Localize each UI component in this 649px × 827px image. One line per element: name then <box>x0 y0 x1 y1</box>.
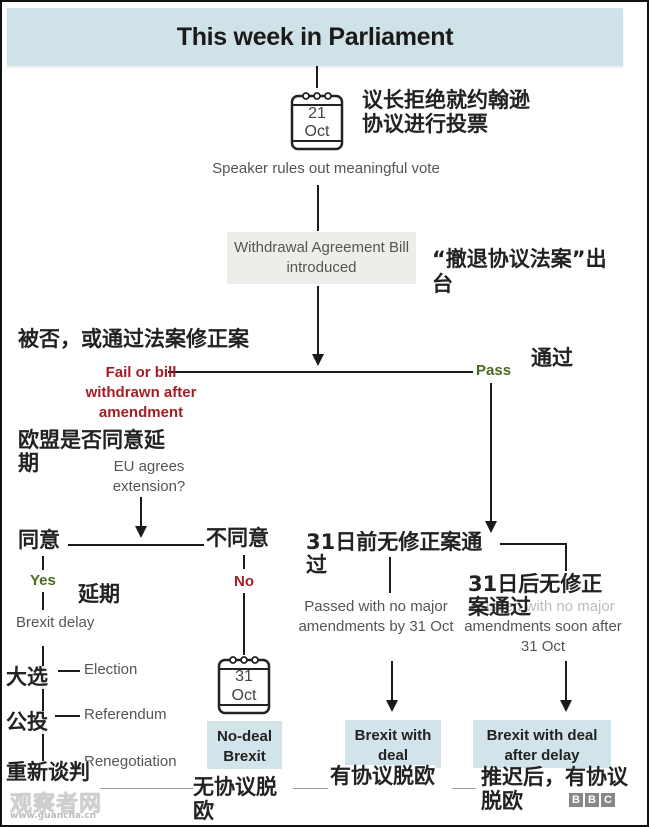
brexit-delay-label: Brexit delay <box>16 614 95 631</box>
bbc-letter: B <box>569 793 583 807</box>
connector <box>565 543 567 571</box>
zh-option-renegotiation: 重新谈判 <box>6 760 90 784</box>
brexit-with-deal-box: Brexit with deal <box>345 720 441 768</box>
connector <box>565 661 567 701</box>
pass-before-label: Passed with no major amendments by 31 Oc… <box>298 598 454 635</box>
withdrawal-bill-box: Withdrawal Agreement Bill introduced <box>227 232 416 284</box>
zh-caption-bill: “撤退协议法案”出台 <box>432 247 607 296</box>
calendar-month: Oct <box>231 687 257 704</box>
connector <box>58 670 80 672</box>
connector <box>316 66 318 88</box>
zh-caption-eu: 欧盟是否同意延期 <box>18 428 165 475</box>
zh-option-referendum: 公投 <box>6 710 48 734</box>
page-title: This week in Parliament <box>7 8 623 66</box>
connector <box>317 185 319 231</box>
connector <box>317 286 319 356</box>
calendar-day: 31 <box>235 668 253 685</box>
zh-caption-speaker: 议长拒绝就约翰逊协议进行投票 <box>362 88 537 136</box>
fail-label: Fail or bill withdrawn after amendment <box>85 364 197 421</box>
zh-outcome-deal: 有协议脱欧 <box>330 764 435 788</box>
pass-label: Pass <box>476 362 512 379</box>
connector <box>68 544 204 546</box>
calendar-month: Oct <box>304 123 330 140</box>
connector <box>42 592 44 610</box>
speaker-caption: Speaker rules out meaningful vote <box>212 160 440 177</box>
connector <box>391 661 393 701</box>
connector <box>389 557 391 593</box>
watermark-url: www.guancha.cn <box>10 811 97 821</box>
bbc-letter: C <box>601 793 615 807</box>
zh-outcome-no-deal: 无协议脱欧 <box>193 775 293 823</box>
connector <box>42 646 44 766</box>
no-label: No <box>234 573 254 590</box>
option-election: Election <box>84 661 138 678</box>
zh-caption-pass: 通过 <box>531 346 573 370</box>
zh-outcome-delay: 延期 <box>78 582 120 606</box>
calendar-day: 21 <box>308 105 326 122</box>
zh-caption-pass-before: 31日前无修正案通过 <box>306 530 483 577</box>
arrow-down-icon <box>485 521 497 533</box>
connector <box>243 593 245 655</box>
eu-question: EU agrees extension? <box>112 458 186 495</box>
brexit-deal-after-delay-box: Brexit with deal after delay <box>473 720 611 768</box>
option-referendum: Referendum <box>84 706 167 723</box>
connector <box>243 555 245 569</box>
connector <box>500 543 566 545</box>
connector <box>490 383 492 523</box>
yes-label: Yes <box>30 572 56 589</box>
connector <box>168 371 473 373</box>
timeline <box>452 788 476 789</box>
bbc-letter: B <box>585 793 599 807</box>
no-deal-brexit-box: No-deal Brexit <box>207 721 282 769</box>
connector <box>42 556 44 570</box>
watermark-logo: 观察者网 <box>10 792 103 817</box>
arrow-down-icon <box>386 700 398 712</box>
zh-label-yes: 同意 <box>18 528 60 552</box>
timeline <box>100 788 195 789</box>
zh-label-no: 不同意 <box>206 526 269 550</box>
calendar-icon <box>216 652 272 716</box>
zh-outcome-deal-delay: 推迟后，有协议脱欧 <box>481 765 628 813</box>
option-renegotiation: Renegotiation <box>84 753 177 770</box>
arrow-down-icon <box>135 526 147 538</box>
connector <box>140 497 142 527</box>
bbc-logo: B B C <box>569 793 615 807</box>
zh-caption-fail: 被否，或通过法案修正案 <box>18 327 249 351</box>
zh-caption-pass-after: 31日后无修正案通过 <box>468 573 618 619</box>
connector <box>55 715 80 717</box>
calendar-icon <box>289 88 345 152</box>
arrow-down-icon <box>560 700 572 712</box>
zh-option-election: 大选 <box>6 665 48 689</box>
arrow-down-icon <box>312 354 324 366</box>
timeline <box>292 788 328 789</box>
